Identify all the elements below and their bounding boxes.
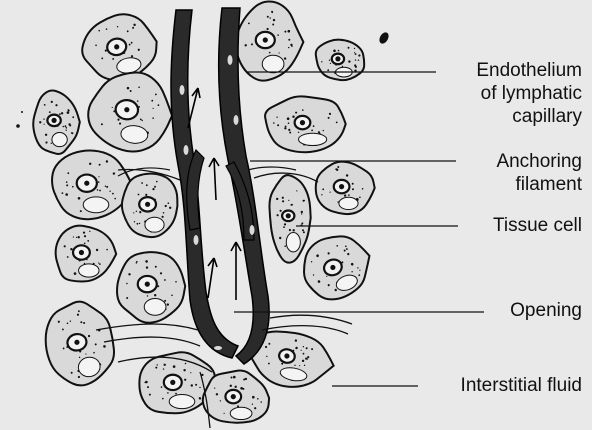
label-interstitial-fluid: Interstitial fluid: [461, 374, 582, 397]
label-opening: Opening: [510, 299, 582, 322]
label-anchoring-line2: filament: [496, 173, 582, 196]
tissue-cell: [52, 151, 132, 220]
label-tissue-cell: Tissue cell: [493, 214, 582, 237]
label-anchoring: Anchoring filament: [496, 150, 582, 196]
label-anchoring-line1: Anchoring: [496, 150, 582, 173]
tissue-cell: [236, 1, 304, 80]
tissue-cell: [85, 68, 175, 154]
tissue-cell: [316, 162, 375, 214]
flow-arrow: [214, 158, 216, 200]
label-endothelium-line3: capillary: [476, 105, 582, 128]
tissue-cell: [56, 226, 117, 282]
tissue-cells: [33, 1, 379, 422]
label-endothelium: Endothelium of lymphatic capillary: [476, 59, 582, 128]
tissue-cell: [265, 96, 346, 152]
tissue-cell: [203, 371, 269, 423]
tissue-cell: [117, 252, 185, 323]
label-endothelium-line1: Endothelium: [476, 59, 582, 82]
tissue-cell: [122, 174, 177, 238]
tissue-cell: [39, 297, 119, 391]
tissue-cell: [33, 90, 80, 153]
tissue-cell: [316, 40, 364, 80]
label-endothelium-line2: of lymphatic: [476, 82, 582, 105]
tissue-cell: [269, 175, 310, 263]
